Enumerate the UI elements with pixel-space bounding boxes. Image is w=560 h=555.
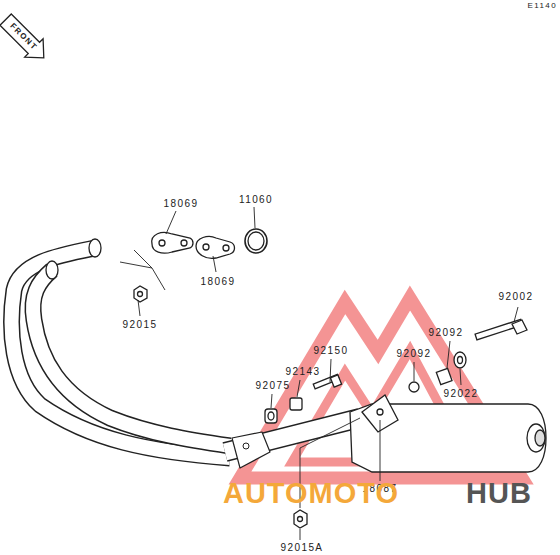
callout-number: 18069 [201, 277, 236, 287]
leader-lines [120, 207, 518, 540]
callout-number: 92092 [429, 328, 464, 338]
callout-number: 92022 [444, 389, 479, 399]
callout-number: 92150 [314, 346, 349, 356]
muffler [350, 395, 546, 472]
callout-number: 92015A [281, 543, 324, 553]
drawing-code: E1140 [527, 2, 557, 10]
callout-number: 18069 [164, 199, 199, 209]
front-label: FRONT [8, 22, 38, 52]
callout-number: 92015 [123, 320, 158, 330]
watermark-text: HUB [466, 479, 532, 508]
callout-number: 92075 [256, 381, 291, 391]
callout-number: 92092 [397, 349, 432, 359]
exhaust-headers [12, 239, 360, 468]
callout-number: 92002 [499, 292, 534, 302]
callout-number: 11060 [239, 195, 273, 205]
front-arrow [0, 10, 53, 67]
callout-number: 92143 [286, 367, 321, 377]
watermark-text: AUTOMOTO [223, 479, 399, 508]
